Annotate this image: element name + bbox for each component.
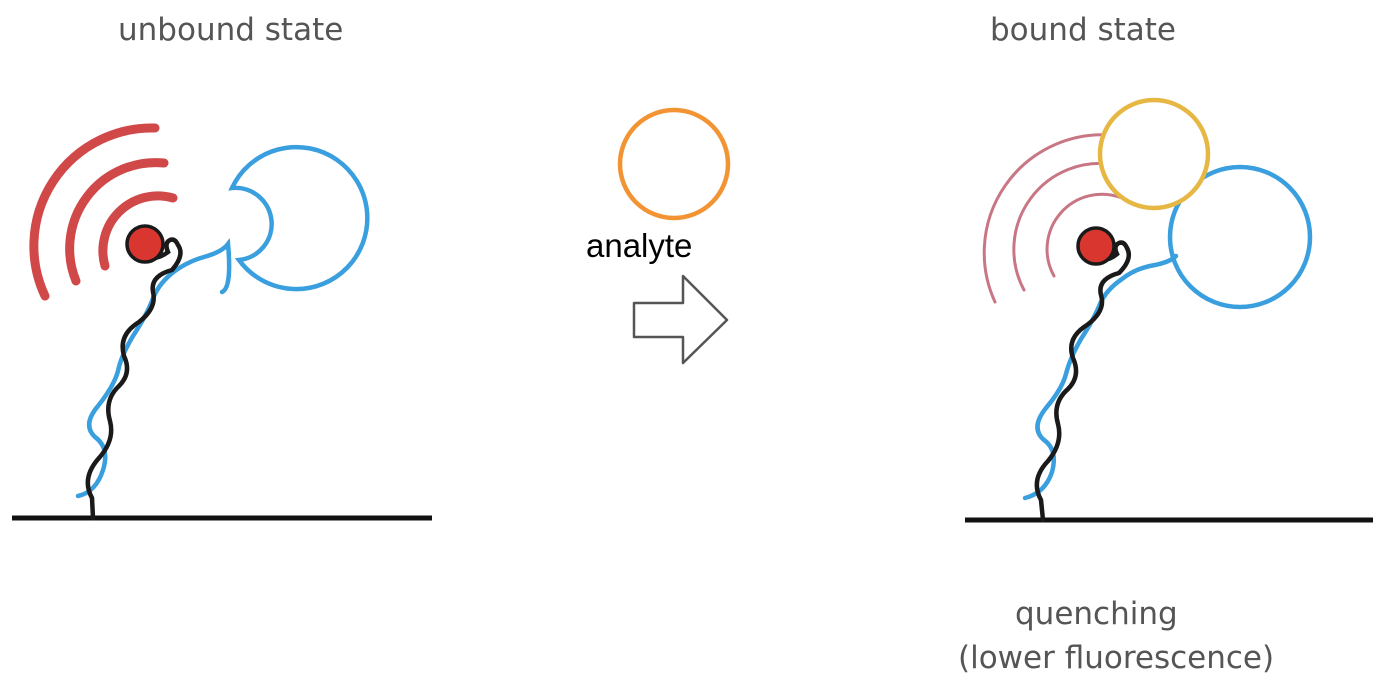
right-arrow-icon: [632, 274, 729, 365]
dna-helix-unbound: [75, 237, 232, 521]
fluorophore-dot-unbound: [125, 224, 165, 264]
aptamer-binding-site-bound: [1167, 164, 1313, 310]
complementary-strand-bound: [1034, 245, 1131, 523]
quenching-caption: quenching: [1015, 596, 1178, 632]
lower-fluorescence-caption: (lower fluorescence): [958, 640, 1275, 676]
bound-panel: [965, 97, 1373, 523]
aptamer-binding-pocket: [228, 144, 370, 292]
dna-helix-bound: [1022, 240, 1179, 523]
unbound-panel: [12, 123, 432, 521]
bound-analyte-circle: [1097, 97, 1211, 211]
bound-state-title: bound state: [990, 12, 1176, 48]
fluorophore-dot-bound: [1076, 226, 1116, 266]
analyte-label: analyte: [586, 227, 693, 264]
signal-waves-weak: [982, 133, 1124, 304]
analyte-circle: [617, 107, 731, 221]
unbound-state-title: unbound state: [118, 12, 344, 48]
aptamer-strand: [75, 237, 232, 499]
complementary-strand: [85, 242, 183, 521]
signal-waves-strong: [29, 123, 178, 301]
